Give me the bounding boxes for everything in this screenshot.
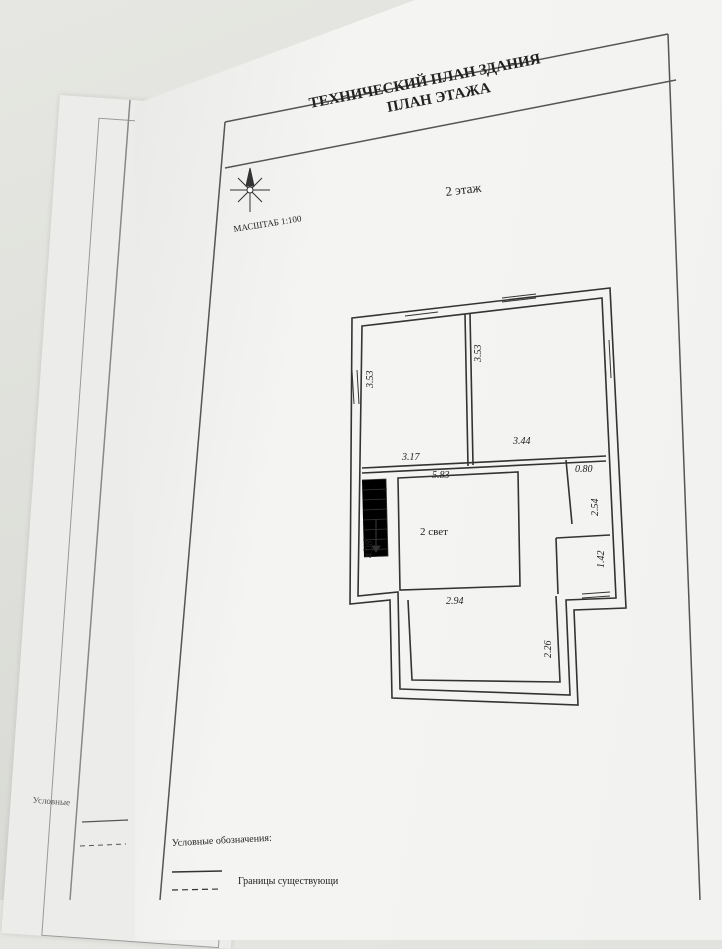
- back-frame-left: [69, 99, 131, 900]
- dim-0-80: 0.80: [575, 464, 593, 475]
- title-frame-bottom: [224, 79, 677, 169]
- back-legend-line-dashed: [79, 843, 127, 847]
- dim-1-42: 1.42: [596, 551, 607, 569]
- title-frame-top: [224, 33, 669, 123]
- room-label: 2 свет: [420, 526, 448, 538]
- floor-plan-drawing: ТЕХНИЧЕСКИЙ ПЛАН ЗДАНИЯ ПЛАН ЭТАЖА МАСШТ…: [69, 33, 701, 900]
- dim-5-83: 5.83: [432, 470, 450, 481]
- staircase: [361, 478, 389, 558]
- dim-3-53-right: 3.53: [473, 345, 484, 364]
- floor-label: 2 этаж: [445, 180, 483, 199]
- legend-line-dashed: [171, 888, 223, 891]
- scale-label: МАСШТАБ 1:100: [233, 213, 303, 234]
- legend-line-solid: [171, 870, 223, 873]
- dim-4-08: 4.08: [364, 541, 375, 559]
- dim-3-53-left: 3.53: [365, 371, 376, 390]
- legend-heading: Условные обозначения:: [172, 833, 272, 849]
- frame-left: [159, 121, 226, 900]
- frame-right: [667, 33, 701, 900]
- plan-windows: [351, 293, 612, 599]
- dim-3-17: 3.17: [401, 452, 421, 463]
- plan-walls: [349, 287, 627, 706]
- dim-3-44: 3.44: [512, 436, 531, 447]
- back-legend-line: [81, 819, 129, 823]
- dim-2-54: 2.54: [590, 499, 601, 517]
- dim-2-94: 2.94: [446, 596, 464, 607]
- dim-2-26: 2.26: [543, 641, 554, 659]
- compass-icon: [230, 167, 270, 212]
- legend-item-existing-bounds: Границы существующи: [238, 876, 339, 887]
